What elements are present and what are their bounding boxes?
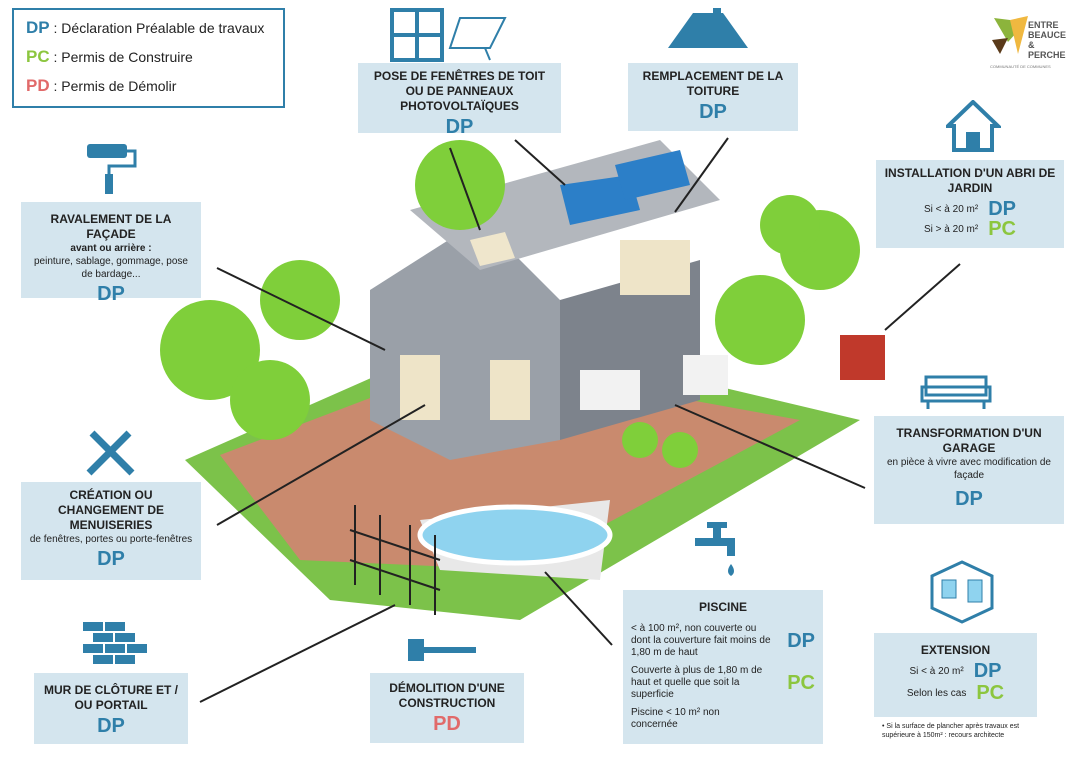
house-icon	[946, 100, 1001, 152]
tools-icon	[86, 430, 135, 476]
logo-mark-icon	[992, 16, 1028, 54]
legend-pc: PC : Permis de Construire	[26, 47, 193, 66]
extension-note: • Si la surface de plancher après travau…	[882, 723, 1020, 739]
brick-wall-icon	[83, 622, 147, 664]
roof-window-solar-panel-icon	[390, 8, 507, 62]
roof-icon	[668, 8, 748, 48]
paint-roller-icon	[87, 144, 137, 194]
pool-box: Piscine < à 100 m², non couverte ou dont…	[623, 590, 823, 744]
facade-box: Ravalement de la façadeavant ou arrière …	[21, 202, 201, 305]
legend: DP : Déclaration Préalable de travaux PC…	[12, 8, 285, 108]
roof-replacement-box: Remplacement de la toitureDP	[628, 63, 798, 131]
fence-box: Mur de clôture et / ou portailDP	[34, 673, 188, 744]
extension-cube-icon	[930, 560, 994, 624]
garden-shed-box: Installation d'un abri de jardin Si < à …	[876, 160, 1064, 248]
legend-dp: DP : Déclaration Préalable de travaux	[26, 18, 265, 37]
water-tap-icon	[695, 522, 735, 576]
legend-pd: PD : Permis de Démolir	[26, 76, 177, 95]
sofa-icon	[920, 375, 992, 409]
roof-windows-box: Pose de fenêtres de toit ou de panneaux …	[358, 63, 561, 138]
sledgehammer-icon	[408, 639, 476, 661]
garage-box: Transformation d'un garageen pièce à viv…	[874, 416, 1064, 524]
demolition-box: Démolition d'une constructionPD	[370, 673, 524, 743]
joinery-box: Création ou changement de menuiseriesde …	[21, 482, 201, 580]
